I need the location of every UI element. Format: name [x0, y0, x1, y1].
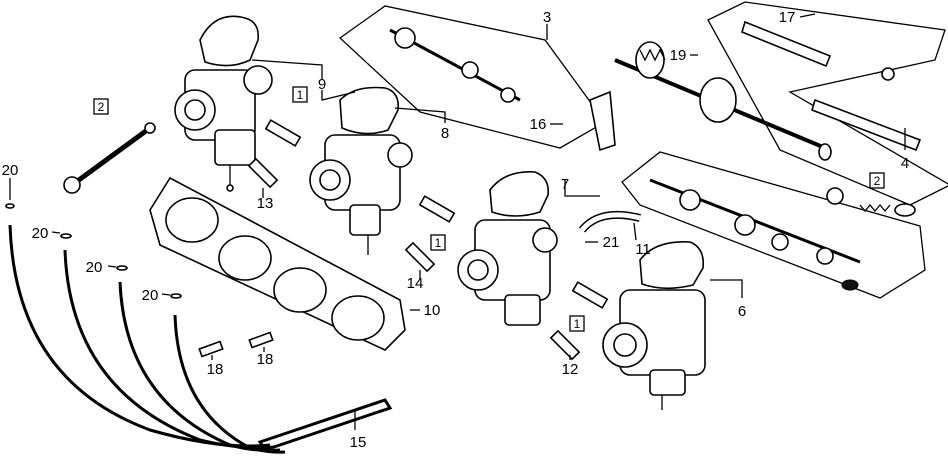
callout-6: 6 [738, 303, 746, 320]
callout-8: 8 [441, 125, 449, 142]
fuel-lines-15 [8, 224, 393, 454]
adjust-screw-right [826, 187, 916, 217]
joint-pipe-12 [549, 329, 581, 361]
callout-21: 21 [603, 234, 620, 251]
callout-20-d: 20 [142, 287, 159, 304]
adjust-screw-left [63, 122, 156, 194]
callout-20-b: 20 [32, 225, 49, 242]
link-rod-kit-6 [649, 178, 861, 291]
svg-text:1: 1 [297, 88, 304, 102]
manifold-plate [149, 176, 406, 351]
carburetor-1 [174, 15, 273, 192]
bolt-18-b [248, 331, 274, 349]
carburetor-4 [602, 241, 706, 410]
svg-text:2: 2 [874, 174, 881, 188]
carburetor-3 [457, 171, 558, 326]
bolt-18-a [198, 340, 224, 358]
joint-pipe-14 [404, 241, 436, 273]
callout-19: 19 [670, 47, 687, 64]
callout-9: 9 [318, 76, 326, 93]
svg-text:1: 1 [574, 317, 581, 331]
joint-pipe-lower [571, 281, 609, 309]
callout-14: 14 [407, 275, 424, 292]
callout-11: 11 [635, 241, 651, 258]
callout-10: 10 [424, 302, 441, 319]
callout-7: 7 [561, 176, 569, 193]
callout-3: 3 [543, 9, 551, 26]
box-label-2-right: 2 [869, 172, 885, 189]
callout-12: 12 [562, 361, 579, 378]
clip-20-a [5, 203, 15, 209]
link-plate-kit-4 [741, 20, 922, 152]
throttle-shaft [614, 41, 832, 161]
joint-pipe-upper [264, 119, 302, 147]
clip-20-b [60, 233, 72, 239]
box-label-1-upper: 1 [292, 86, 308, 103]
callout-20-a: 20 [2, 162, 19, 179]
kit-outline-6 [621, 151, 926, 299]
kit-outline-4 [707, 1, 948, 206]
callout-16: 16 [530, 116, 547, 133]
callout-20-c: 20 [86, 259, 103, 276]
carburetor-2 [309, 86, 413, 255]
callout-13: 13 [257, 195, 274, 212]
box-label-1-middle: 1 [430, 234, 446, 251]
box-label-1-lower: 1 [569, 315, 585, 332]
callout-18-a: 18 [207, 361, 224, 378]
clip-20-d [170, 293, 182, 299]
box-label-2-left: 2 [93, 98, 109, 115]
clip-20-c [116, 265, 128, 271]
link-rod-kit-3 [389, 27, 521, 103]
callout-17: 17 [779, 9, 796, 26]
callout-4: 4 [901, 155, 909, 172]
svg-text:2: 2 [98, 100, 105, 114]
joint-pipe-middle [418, 195, 456, 223]
svg-text:1: 1 [435, 236, 442, 250]
callout-18-b: 18 [257, 351, 274, 368]
callout-15: 15 [350, 434, 367, 451]
bracket-16 [589, 90, 616, 152]
leader-lines [9, 13, 906, 430]
joint-pipe-13 [247, 157, 279, 189]
